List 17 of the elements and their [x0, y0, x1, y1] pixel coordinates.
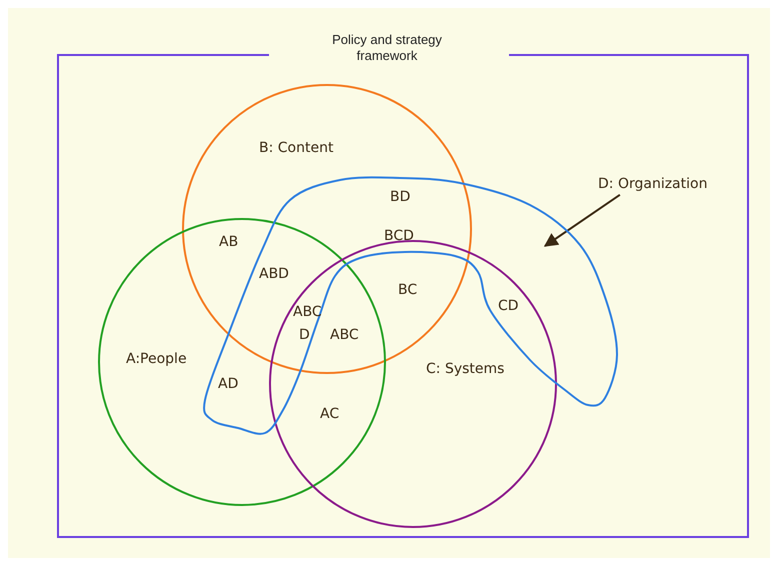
region-label: AC — [320, 406, 340, 423]
region-label: BC — [398, 282, 418, 299]
region-label: ABD — [259, 266, 289, 283]
region-label: D — [299, 327, 310, 344]
people-circle — [98, 218, 386, 506]
frame-title: Policy and strategy framework — [331, 32, 443, 64]
region-label: CD — [498, 298, 519, 315]
region-label: BD — [390, 189, 410, 206]
region-label: AD — [218, 376, 238, 393]
region-label: ABC — [330, 327, 359, 344]
region-label: AB — [219, 234, 238, 251]
set-label: B: Content — [259, 140, 334, 157]
arrow — [544, 194, 620, 247]
set-label: D: Organization — [598, 176, 708, 193]
set-label: A:People — [126, 351, 187, 368]
region-label: BCD — [384, 228, 414, 245]
set-label: C: Systems — [426, 361, 504, 378]
